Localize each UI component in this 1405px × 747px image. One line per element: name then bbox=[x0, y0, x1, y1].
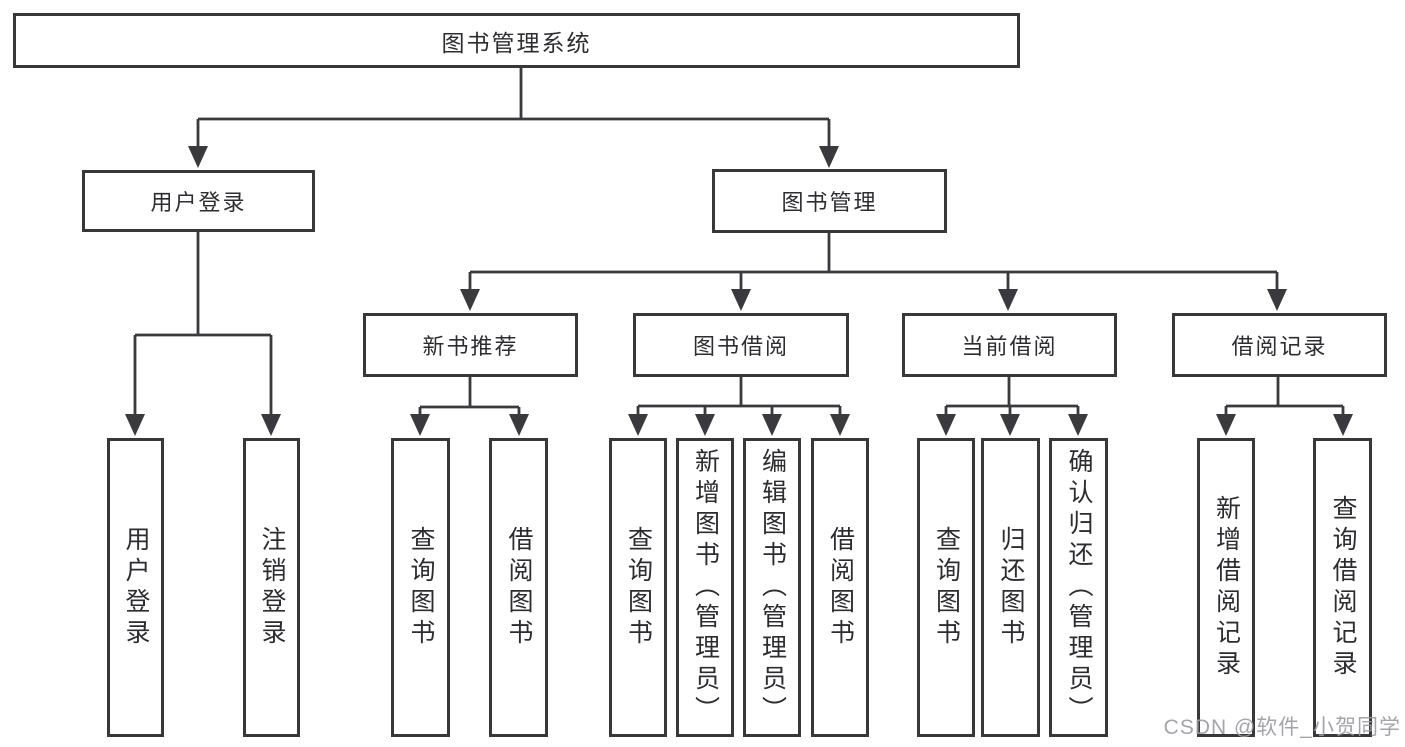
leaf-label: 用户登录 bbox=[122, 525, 150, 650]
leaf-label: 新增借阅记录 bbox=[1212, 494, 1241, 681]
node-book-management: 图书管理 bbox=[712, 169, 947, 233]
leaf-edit-books-admin: 编辑图书（管理员） bbox=[743, 438, 801, 737]
leaf-borrow-books-2: 借阅图书 bbox=[811, 438, 869, 737]
node-current-borrowing: 当前借阅 bbox=[902, 313, 1117, 377]
leaf-label: 借阅图书 bbox=[505, 525, 533, 650]
leaf-query-books-3: 查询图书 bbox=[917, 438, 975, 737]
leaf-borrow-books-1: 借阅图书 bbox=[489, 438, 548, 737]
leaf-logout: 注销登录 bbox=[243, 438, 300, 737]
arrowheads bbox=[125, 146, 1353, 436]
leaf-label: 确认归还（管理员） bbox=[1065, 448, 1093, 727]
leaf-user-login: 用户登录 bbox=[107, 438, 164, 737]
leaf-label: 借阅图书 bbox=[826, 525, 855, 650]
leaf-label: 编辑图书（管理员） bbox=[758, 448, 787, 727]
leaf-query-books-1: 查询图书 bbox=[391, 438, 450, 737]
leaf-label: 归还图书 bbox=[997, 525, 1025, 650]
leaf-label: 注销登录 bbox=[258, 525, 286, 650]
leaf-label: 查询图书 bbox=[624, 525, 653, 650]
leaf-add-books-admin: 新增图书（管理员） bbox=[676, 438, 734, 737]
leaf-return-books: 归还图书 bbox=[981, 438, 1040, 737]
node-user-login: 用户登录 bbox=[82, 170, 315, 232]
leaf-query-books-2: 查询图书 bbox=[609, 438, 667, 737]
csdn-watermark: CSDN @软件_小贺同学 bbox=[1163, 716, 1401, 739]
node-new-book-recommendation: 新书推荐 bbox=[363, 313, 578, 377]
leaf-label: 新增图书（管理员） bbox=[691, 448, 720, 727]
leaf-label: 查询借阅记录 bbox=[1329, 494, 1357, 681]
connector-path bbox=[133, 68, 1345, 418]
leaf-label: 查询图书 bbox=[932, 525, 961, 650]
node-borrowing-records: 借阅记录 bbox=[1172, 313, 1387, 377]
leaf-query-borrow-record: 查询借阅记录 bbox=[1313, 438, 1372, 737]
node-book-borrowing: 图书借阅 bbox=[633, 313, 849, 377]
root-node-book-management-system: 图书管理系统 bbox=[13, 13, 1020, 68]
leaf-confirm-return-admin: 确认归还（管理员） bbox=[1049, 438, 1108, 737]
leaf-label: 查询图书 bbox=[407, 525, 435, 650]
leaf-add-borrow-record: 新增借阅记录 bbox=[1197, 438, 1255, 737]
